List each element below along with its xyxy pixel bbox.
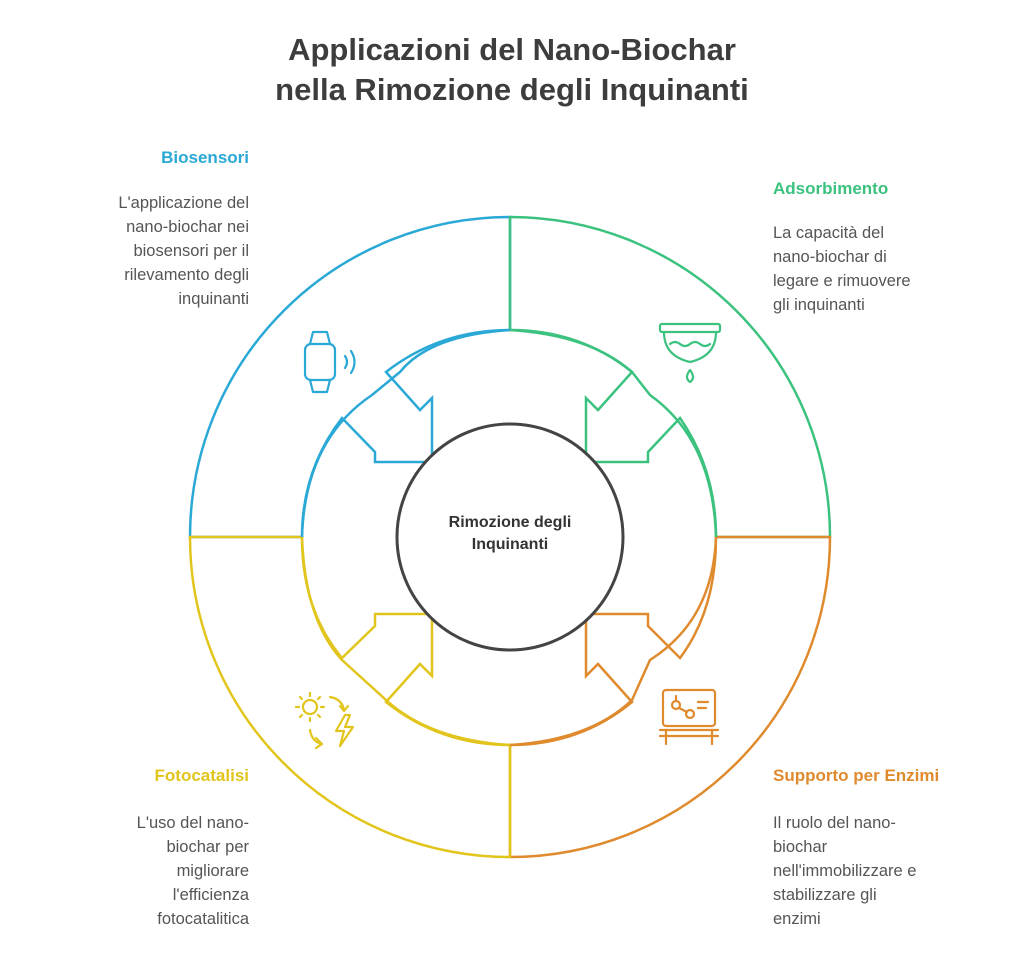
biosensori-desc-line: biosensori per il bbox=[133, 242, 249, 260]
biosensori-desc-line: inquinanti bbox=[178, 290, 249, 308]
center-label-line-2: Inquinanti bbox=[471, 536, 549, 553]
fotocatalisi-desc-line: L'uso del nano- bbox=[136, 814, 249, 832]
biosensori-desc-line: rilevamento degli bbox=[124, 266, 249, 284]
adsorbimento-description: La capacità del nano-biochar di legare e… bbox=[773, 221, 911, 317]
center-label-line-1: Rimozione degli bbox=[448, 514, 572, 531]
diagram-title: Applicazioni del Nano-Biochar nella Rimo… bbox=[0, 30, 1024, 110]
enzimi-description: Il ruolo del nano- biochar nell'immobili… bbox=[773, 811, 916, 931]
enzimi-desc-line: Il ruolo del nano- bbox=[773, 814, 896, 832]
fotocatalisi-desc-line: l'efficienza bbox=[172, 886, 249, 904]
adsorbimento-desc-line: La capacità del bbox=[773, 224, 884, 242]
enzimi-desc-line: biochar bbox=[773, 838, 828, 856]
title-line-2: nella Rimozione degli Inquinanti bbox=[275, 72, 749, 107]
fotocatalisi-title: Fotocatalisi bbox=[154, 766, 249, 785]
outer-arc-enzimi bbox=[508, 535, 832, 859]
fotocatalisi-desc-line: fotocatalitica bbox=[157, 910, 249, 928]
solar-energy-icon bbox=[294, 691, 355, 750]
center-circle bbox=[395, 422, 625, 652]
biosensori-title: Biosensori bbox=[161, 148, 249, 167]
biosensori-description: L'applicazione del nano-biochar nei bios… bbox=[118, 191, 249, 311]
adsorbimento-desc-line: legare e rimuovere bbox=[773, 272, 911, 290]
fotocatalisi-desc-line: biochar per bbox=[166, 838, 249, 856]
enzimi-desc-line: stabilizzare gli bbox=[773, 886, 877, 904]
fotocatalisi-description: L'uso del nano- biochar per migliorare l… bbox=[137, 811, 249, 931]
molecule-screen-icon bbox=[658, 688, 720, 746]
enzimi-desc-line: enzimi bbox=[773, 910, 821, 928]
title-line-1: Applicazioni del Nano-Biochar bbox=[288, 32, 736, 67]
enzimi-title: Supporto per Enzimi bbox=[773, 766, 940, 785]
fotocatalisi-desc-line: migliorare bbox=[176, 862, 249, 880]
outer-arc-biosensori bbox=[188, 215, 512, 539]
water-filter-icon bbox=[658, 322, 722, 384]
enzimi-desc-line: nell'immobilizzare e bbox=[773, 862, 917, 880]
biosensori-desc-line: nano-biochar nei bbox=[126, 218, 249, 236]
smartwatch-icon bbox=[303, 330, 356, 394]
adsorbimento-title: Adsorbimento bbox=[773, 179, 889, 198]
biosensori-desc-line: L'applicazione del bbox=[118, 194, 249, 212]
adsorbimento-desc-line: nano-biochar di bbox=[773, 248, 887, 266]
adsorbimento-desc-line: gli inquinanti bbox=[773, 296, 865, 314]
center-label: Rimozione degli Inquinanti bbox=[412, 512, 608, 556]
